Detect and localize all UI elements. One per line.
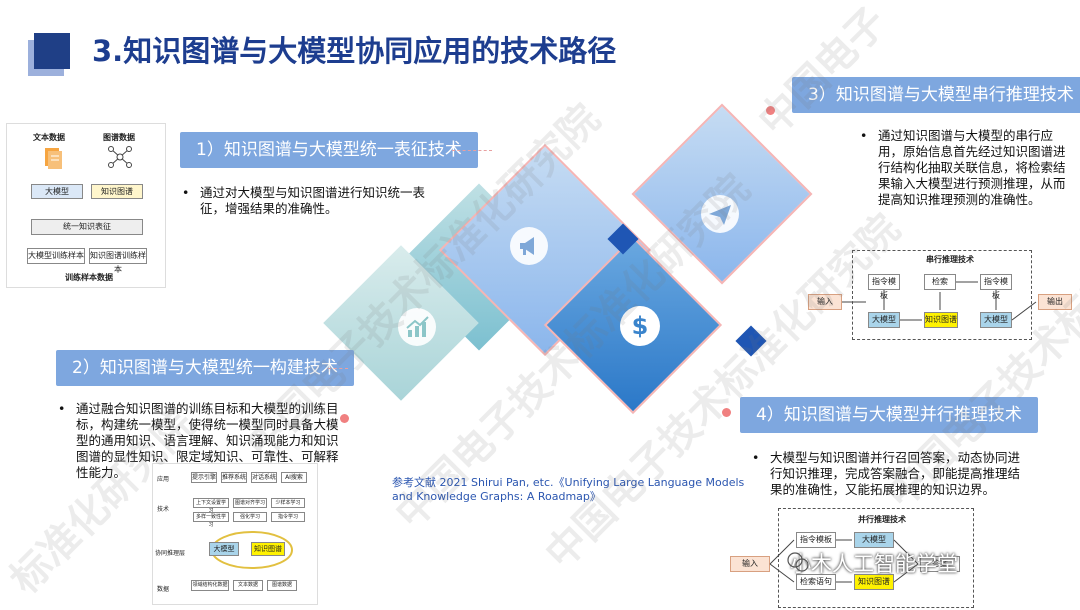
bullet-dot: • [58, 401, 66, 416]
d2-tech-item: 指令学习 [271, 512, 305, 522]
d2-bottom-item: 图谱数据 [267, 580, 297, 591]
d2-top-item: 推荐系统 [221, 472, 247, 483]
d3-arrows [842, 281, 1037, 321]
graph-network-icon [108, 146, 132, 168]
d1-llm-box: 大模型 [31, 184, 83, 199]
d3-kg-box: 知识图谱 [924, 312, 958, 328]
paper-plane-icon [701, 195, 739, 233]
d2-tech-item: 图谱对齐学习 [233, 498, 267, 508]
d2-top-item: 提示引擎 [191, 472, 217, 483]
section3-heading: 3）知识图谱与大模型串行推理技术 [792, 77, 1080, 113]
d4-answer-box: 答案 [920, 556, 960, 572]
d2-tech-label: 技术 [157, 506, 170, 513]
d4-search-box: 检索语句 [796, 574, 836, 590]
d2-tech-item: 多样一致性学习 [193, 512, 229, 528]
section3-dot [766, 106, 775, 115]
document-icon [45, 148, 62, 169]
d1-kg-box: 知识图谱 [91, 184, 143, 199]
d1-llm-train-box: 大模型训练样本 [27, 248, 85, 264]
d4-title: 并行推理技术 [858, 515, 906, 524]
d1-caption: 训练样本数据 [65, 273, 113, 282]
d1-text-data-label: 文本数据 [33, 133, 65, 142]
d3-llm2-box: 大模型 [980, 312, 1012, 328]
diagram-serial-reasoning: 串行推理技术 输入 指令模板 检索 指令模板 大模型 知识图谱 大模型 输出 [808, 250, 1076, 346]
d4-prompt-box: 指令模板 [796, 532, 836, 548]
d1-kg-train-box: 知识图谱训练样本 [89, 248, 147, 274]
d2-tech-item: 上下文设置学习 [193, 498, 229, 514]
brand-watermark: 小木人工智能学堂 [790, 552, 958, 576]
d4-input-box: 输入 [730, 556, 770, 572]
bullet-dot: • [182, 185, 190, 200]
d4-kg-box: 知识图谱 [854, 574, 894, 590]
bullet-dot: • [860, 128, 868, 143]
section3-text: 通过知识图谱与大模型的串行应用，原始信息首先经过知识图谱进行结构化抽取关联信息，… [878, 128, 1066, 207]
section1-connector [452, 150, 492, 151]
section4-dot [722, 408, 731, 417]
d4-llm-box: 大模型 [854, 532, 894, 548]
section2-text: 通过融合知识图谱的训练目标和大模型的训练目标，构建统一模型，使得统一模型同时具备… [76, 401, 339, 480]
d2-kg-box: 知识图谱 [251, 542, 285, 556]
d3-output-box: 输出 [1038, 294, 1072, 310]
d3-title: 串行推理技术 [926, 255, 974, 264]
d4-frame [778, 508, 974, 608]
wechat-icon [787, 552, 809, 572]
diagram-unified-construction: 应用 技术 协同推理层 数据 提示引擎 推荐系统 对话系统 AI搜索 上下文设置… [152, 463, 318, 605]
diagram-unified-representation: 文本数据 图谱数据 大模型 知识图谱 统一知识表征 大模型训练样本 知识图谱训练… [6, 123, 166, 288]
reference-citation: 参考文献 2021 Shirui Pan, etc.《Unifying Larg… [392, 476, 745, 503]
section3-bullet: • 通过知识图谱与大模型的串行应用，原始信息首先经过知识图谱进行结构化抽取关联信… [860, 128, 1072, 208]
d3-search-box: 检索 [924, 274, 956, 290]
bullet-dot: • [752, 450, 760, 465]
diagram-parallel-reasoning: 并行推理技术 输入 指令模板 大模型 检索语句 知识图谱 答案 [730, 508, 980, 608]
d3-frame [852, 250, 1032, 340]
section1-heading: 1）知识图谱与大模型统一表征技术 [180, 132, 478, 168]
title-decoration [34, 33, 70, 69]
d2-reason-label: 协同推理层 [155, 550, 186, 557]
section2-bullet: • 通过融合知识图谱的训练目标和大模型的训练目标，构建统一模型，使得统一模型同时… [58, 401, 350, 481]
diamond-small-accent [735, 325, 767, 357]
section4-bullet: • 大模型与知识图谱并行召回答案，动态协同进行知识推理，完成答案融合，即能提高推… [752, 450, 1024, 498]
d2-top-item: 对话系统 [251, 472, 277, 483]
d4-arrows [769, 539, 919, 583]
section4-text: 大模型与知识图谱并行召回答案，动态协同进行知识推理，完成答案融合，即能提高推理结… [770, 450, 1021, 497]
dollar-icon: $ [620, 306, 660, 346]
d2-app-label: 应用 [157, 476, 170, 483]
megaphone-icon [510, 227, 548, 265]
d3-input-box: 输入 [808, 294, 842, 310]
d2-top-item: AI搜索 [281, 472, 307, 483]
section1-text: 通过对大模型与知识图谱进行知识统一表征，增强结果的准确性。 [200, 185, 426, 216]
section2-dot [340, 414, 349, 423]
growth-chart-icon [398, 308, 436, 346]
d2-data-label: 数据 [157, 586, 170, 593]
section4-heading: 4）知识图谱与大模型并行推理技术 [740, 397, 1038, 433]
section1-bullet: • 通过对大模型与知识图谱进行知识统一表征，增强结果的准确性。 [182, 185, 432, 217]
section2-heading: 2）知识图谱与大模型统一构建技术 [56, 350, 354, 386]
section2-connector [328, 368, 348, 369]
d2-tech-item: 少样本学习 [271, 498, 305, 508]
d2-bottom-item: 文本数据 [233, 580, 263, 591]
d2-tech-item: 强化学习 [233, 512, 267, 522]
d1-graph-data-label: 图谱数据 [103, 133, 135, 142]
svg-text:$: $ [632, 312, 649, 340]
d3-llm1-box: 大模型 [868, 312, 900, 328]
d1-unified-box: 统一知识表征 [31, 219, 143, 235]
page-title: 3.知识图谱与大模型协同应用的技术路径 [92, 34, 617, 68]
d2-bottom-item: 领域结构化数据 [191, 580, 229, 591]
d2-llm-box: 大模型 [209, 542, 239, 556]
